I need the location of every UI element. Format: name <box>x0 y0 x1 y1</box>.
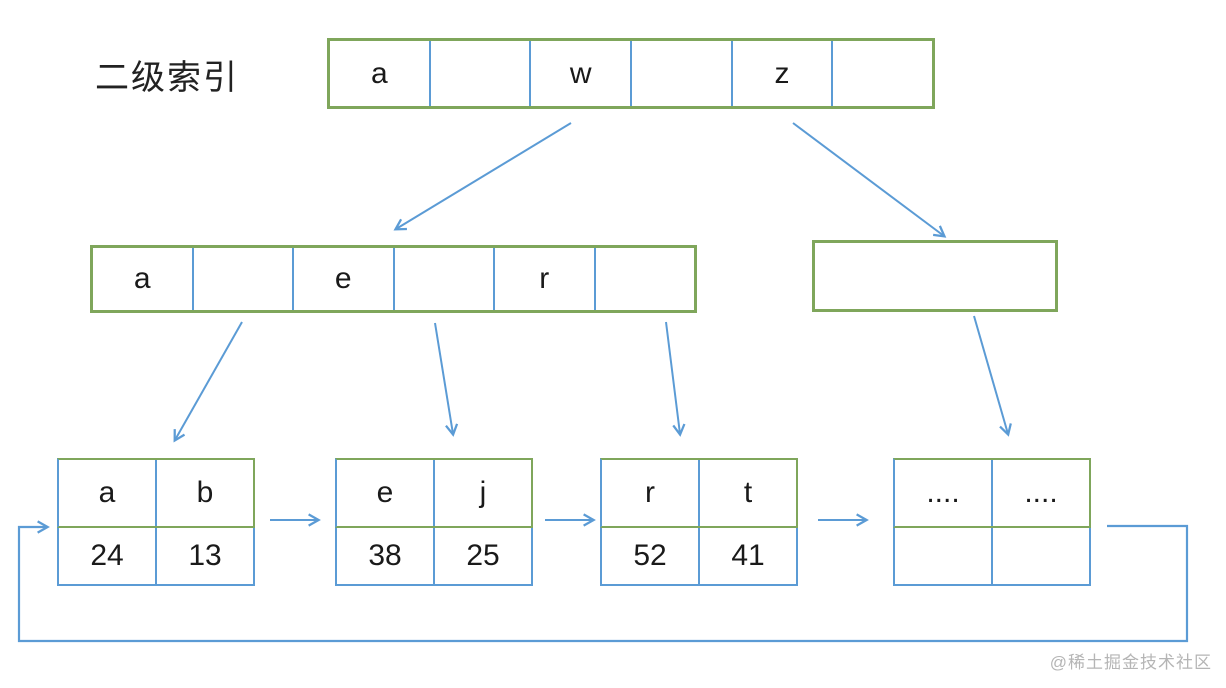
arrow-top-to-right-child <box>792 122 947 238</box>
index-cell: z <box>733 41 834 106</box>
leaf-node: .... .... <box>893 458 1091 586</box>
index-cell <box>833 41 932 106</box>
arrow-right-node-to-leaf4 <box>973 315 1012 437</box>
index-cell <box>395 248 495 310</box>
arrow-left-node-to-leaf2 <box>434 322 459 437</box>
leaf-key-cell: .... <box>1024 476 1058 509</box>
index-cell <box>596 248 695 310</box>
diagram-title: 二级索引 <box>95 60 239 97</box>
leaf-key-cell: t <box>743 476 753 509</box>
arrow-left-node-to-leaf1 <box>173 321 243 443</box>
leaf-value-cell: 25 <box>466 539 500 572</box>
leaf-key-cell: r <box>602 460 700 526</box>
index-cell: e <box>294 248 395 310</box>
leaf-value-cell <box>895 528 993 584</box>
watermark: @稀土掘金技术社区 <box>1049 653 1212 672</box>
leaf-value-cell: 13 <box>188 539 222 572</box>
leaf-value-cell: 38 <box>337 528 435 584</box>
leaf-value-cell: 41 <box>731 539 765 572</box>
leaf-value-cell <box>993 528 1089 584</box>
second-level-left-node: a e r <box>90 245 697 313</box>
index-cell: r <box>495 248 596 310</box>
second-level-right-node <box>812 240 1058 312</box>
index-cell: a <box>93 248 194 310</box>
arrow-left-node-to-leaf3 <box>665 321 686 437</box>
index-cell <box>632 41 733 106</box>
leaf-key-cell: b <box>196 476 214 509</box>
top-index-node: a w z <box>327 38 935 109</box>
index-cell: w <box>531 41 633 106</box>
leaf-key-cell: j <box>479 476 487 509</box>
leaf-key-cell: e <box>337 460 435 526</box>
leaf-value-cell: 24 <box>59 528 157 584</box>
arrow-top-to-left-child <box>393 122 572 231</box>
index-cell <box>194 248 294 310</box>
leaf-value-cell: 52 <box>602 528 700 584</box>
index-cell: a <box>330 41 431 106</box>
leaf-key-cell: a <box>59 460 157 526</box>
leaf-node: r t 52 41 <box>600 458 798 586</box>
leaf-key-cell: .... <box>895 460 993 526</box>
index-cell <box>431 41 532 106</box>
leaf-node: e j 38 25 <box>335 458 533 586</box>
leaf-node: a b 24 13 <box>57 458 255 586</box>
